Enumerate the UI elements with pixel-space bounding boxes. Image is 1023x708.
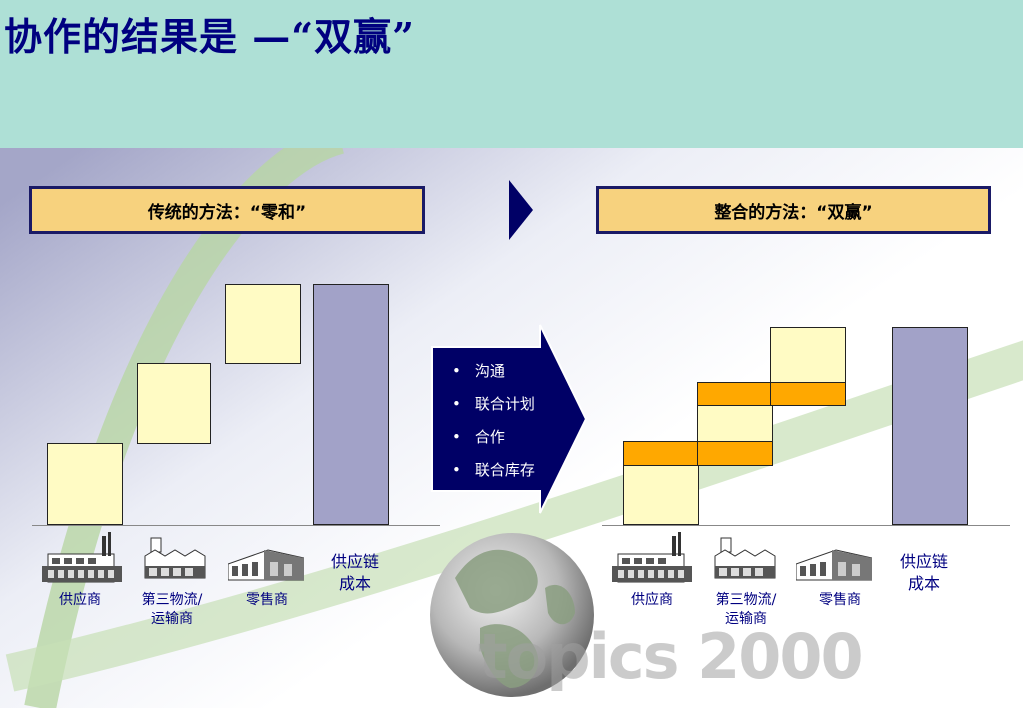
logistics-cost-bar [697, 405, 773, 442]
supply-chain-cost-label-line1: 供应链 [330, 552, 379, 571]
warehouse-icon [144, 537, 206, 579]
factory-icon [42, 532, 122, 583]
logistics-cost-bar [137, 363, 211, 444]
retailer-label: 零售商 [819, 592, 861, 608]
collaboration-list: 沟通 联合计划 合作 联合库存 [452, 355, 535, 487]
supply-chain-cost-label-line2: 成本 [907, 574, 940, 593]
header-band: 协作的结果是 —“双赢” [0, 0, 1023, 148]
retailer-cost-bar [770, 327, 846, 383]
transition-arrow-icon [509, 180, 533, 240]
watermark-logo: topics 2000 [478, 620, 864, 693]
factory-icon [612, 532, 692, 583]
logistics-label-line1: 第三物流/ [141, 592, 203, 608]
logistics-label-line2: 运输商 [725, 611, 767, 627]
supply-chain-cost-label-line2: 成本 [338, 574, 371, 593]
integrated-method-box: 整合的方法：“双赢” [596, 186, 991, 234]
list-item: 合作 [452, 421, 535, 454]
slide-title: 协作的结果是 —“双赢” [4, 14, 415, 59]
supplier-label: 供应商 [631, 592, 673, 608]
supplier-label: 供应商 [59, 592, 101, 608]
logistics-savings-bar-upper [697, 382, 773, 406]
slide-body: topics 2000 传统的方法：“零和” 整合的方法：“双赢” 沟通 联合计… [0, 148, 1023, 708]
supplier-cost-bar [623, 465, 699, 525]
left-baseline [32, 525, 440, 526]
supply-chain-cost-bar [892, 327, 968, 525]
list-item: 联合计划 [452, 388, 535, 421]
supply-chain-cost-bar [313, 284, 389, 525]
warehouse-icon [714, 537, 776, 579]
retail-store-icon [228, 549, 304, 581]
list-item: 联合库存 [452, 454, 535, 487]
retailer-savings-bar [770, 382, 846, 406]
traditional-method-box: 传统的方法：“零和” [29, 186, 425, 234]
retailer-label: 零售商 [246, 592, 288, 608]
supplier-savings-bar [623, 441, 699, 466]
logistics-label-line1: 第三物流/ [715, 592, 777, 608]
retailer-cost-bar [225, 284, 301, 364]
logistics-label-line2: 运输商 [151, 611, 193, 627]
retail-store-icon [796, 549, 872, 581]
list-item: 沟通 [452, 355, 535, 388]
right-baseline [602, 525, 1010, 526]
logistics-savings-bar [697, 441, 773, 466]
supply-chain-cost-label-line1: 供应链 [899, 552, 948, 571]
supplier-cost-bar [47, 443, 123, 525]
